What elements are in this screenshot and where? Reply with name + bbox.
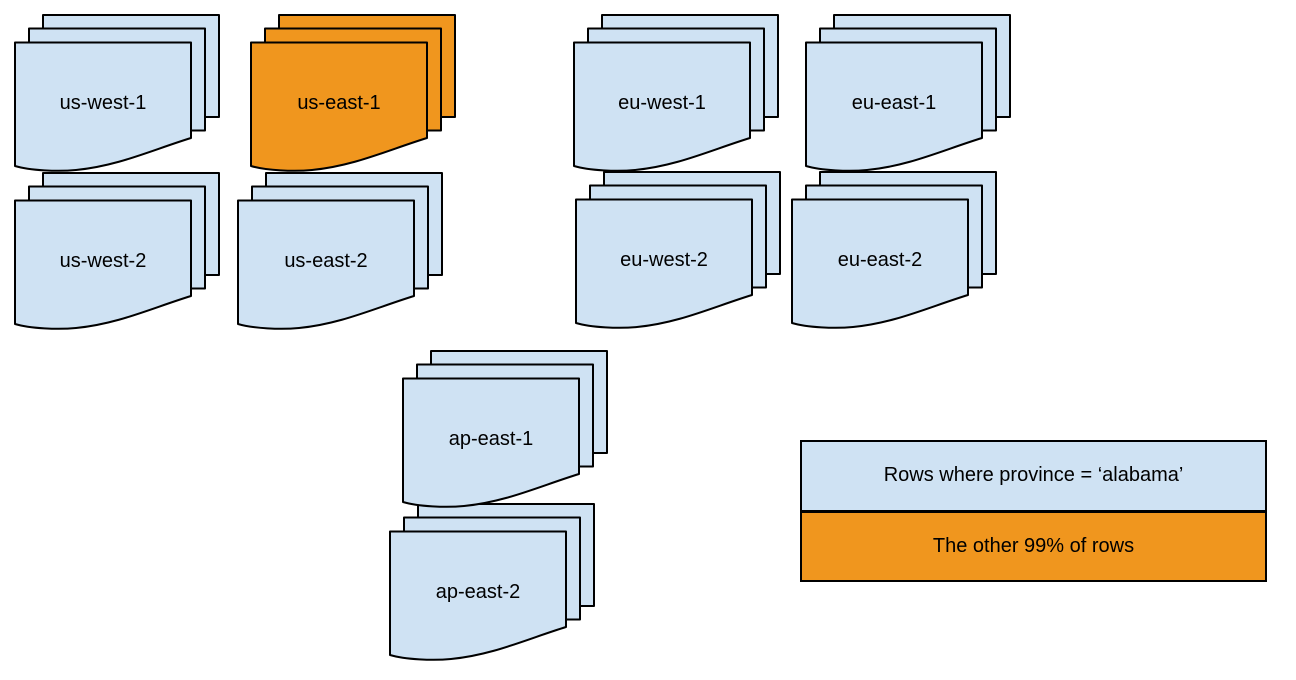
stack-label: eu-east-1 xyxy=(851,91,937,114)
document-stack-icon xyxy=(402,350,608,508)
stack-label: ap-east-1 xyxy=(448,427,534,450)
document-stack-us-east-1: us-east-1 xyxy=(250,14,456,176)
stack-label: us-east-1 xyxy=(297,91,381,114)
stack-label: eu-west-2 xyxy=(620,248,708,271)
stack-label: eu-east-2 xyxy=(837,248,923,271)
document-stack-icon xyxy=(805,14,1011,172)
stack-label: us-west-1 xyxy=(59,91,147,114)
document-stack-icon xyxy=(14,14,220,172)
document-stack-ap-east-1: ap-east-1 xyxy=(402,350,608,512)
document-stack-eu-west-2: eu-west-2 xyxy=(575,171,781,333)
stack-label: us-east-2 xyxy=(284,249,368,272)
stack-label: us-west-2 xyxy=(59,249,147,272)
legend-label: The other 99% of rows xyxy=(932,534,1135,557)
document-stack-icon xyxy=(250,14,456,172)
document-stack-icon xyxy=(791,171,997,329)
document-stack-icon xyxy=(573,14,779,172)
document-stack-eu-east-1: eu-east-1 xyxy=(805,14,1011,176)
document-stack-us-west-2: us-west-2 xyxy=(14,172,220,334)
stack-label: ap-east-2 xyxy=(435,580,521,603)
document-stack-eu-west-1: eu-west-1 xyxy=(573,14,779,176)
document-stack-us-west-1: us-west-1 xyxy=(14,14,220,176)
legend-label: Rows where province = ‘alabama’ xyxy=(883,464,1184,487)
legend-item-other-rows: The other 99% of rows xyxy=(802,512,1265,580)
document-stack-icon xyxy=(14,172,220,330)
legend-item-alabama-rows: Rows where province = ‘alabama’ xyxy=(802,442,1265,513)
document-stack-icon xyxy=(237,172,443,330)
stack-label: eu-west-1 xyxy=(618,91,706,114)
document-stack-icon xyxy=(575,171,781,329)
document-stack-ap-east-2: ap-east-2 xyxy=(389,503,595,665)
document-stack-icon xyxy=(389,503,595,661)
document-stack-us-east-2: us-east-2 xyxy=(237,172,443,334)
document-stack-eu-east-2: eu-east-2 xyxy=(791,171,997,333)
legend: Rows where province = ‘alabama’ The othe… xyxy=(800,440,1267,582)
